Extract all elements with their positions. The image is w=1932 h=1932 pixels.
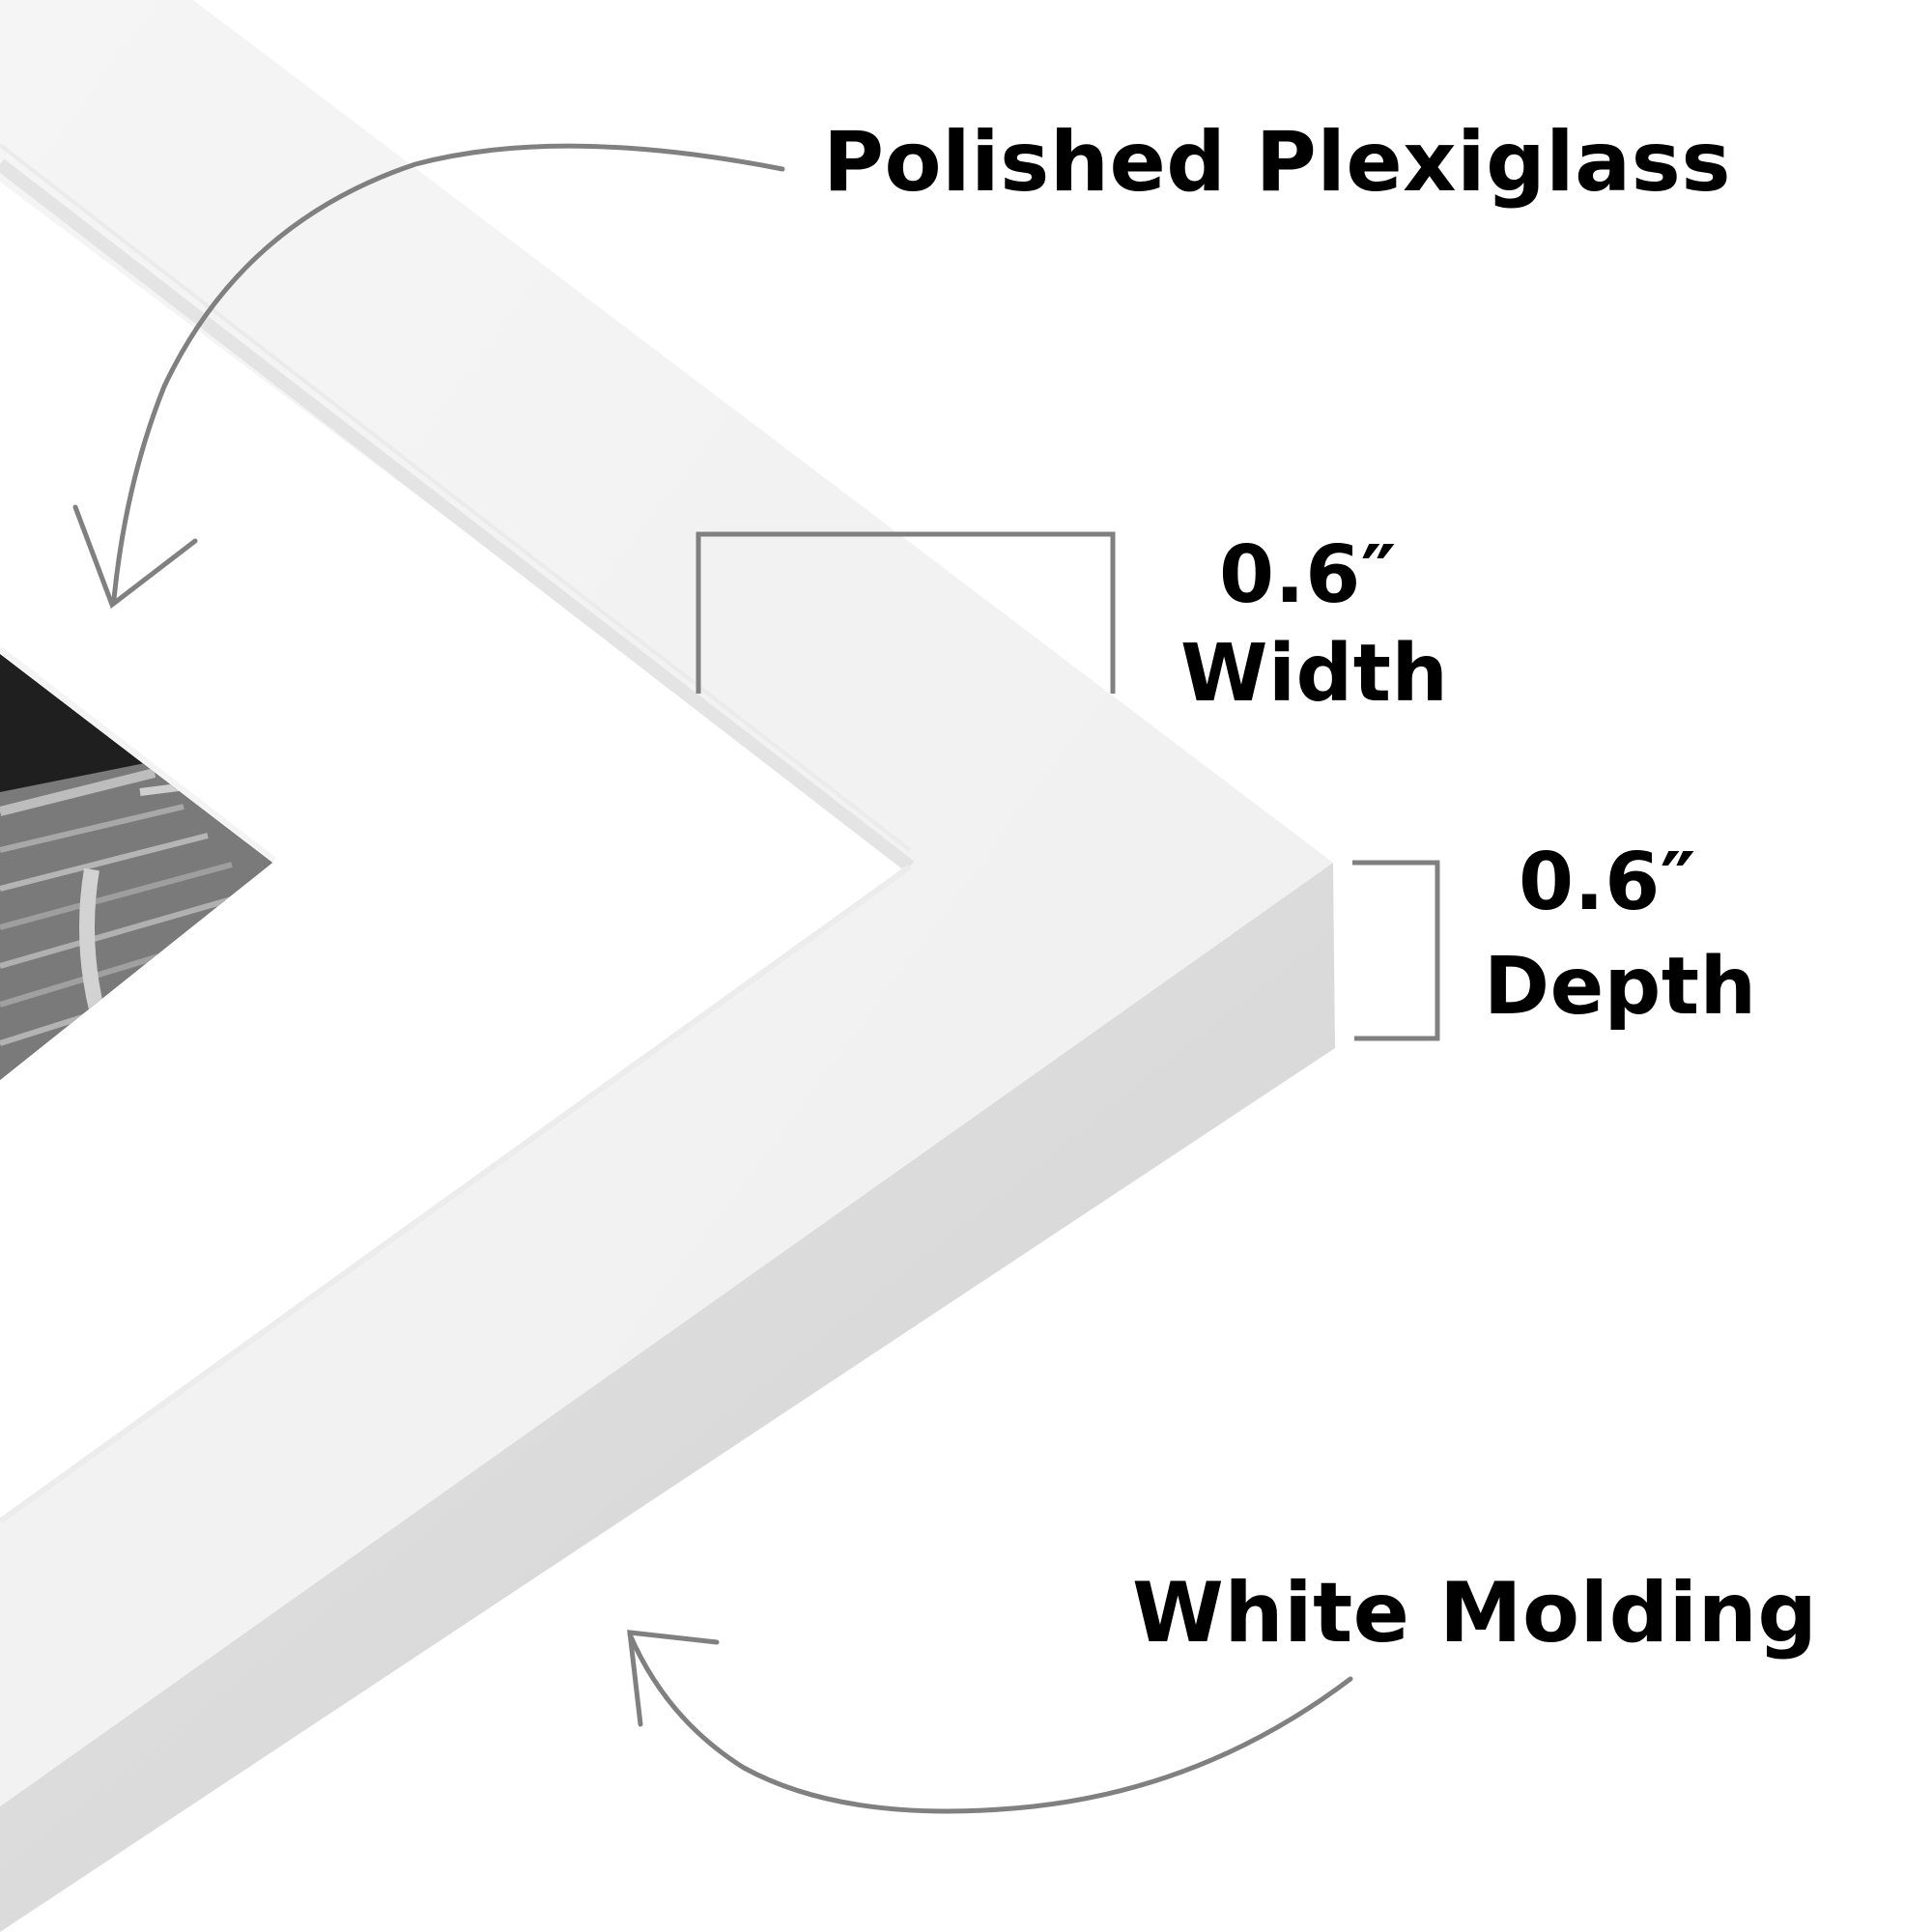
molding-label: White Molding [1132,1565,1818,1662]
photo-window [0,646,276,1080]
curved-arrow-icon [72,143,785,610]
width-value-label: 0.6″ [1219,529,1397,621]
mat-board [0,182,910,1521]
mat-bevel-bottom [0,864,912,1524]
depth-name-label: Depth [1484,941,1757,1033]
frame-side [0,863,1335,1932]
width-bracket-icon [696,531,1116,694]
plexiglass-label: Polished Plexiglass [823,114,1732,211]
depth-value-label: 0.6″ [1519,837,1696,928]
depth-bracket-icon [1352,860,1440,1041]
width-name-label: Width [1180,628,1449,720]
glass-edge [0,143,912,852]
mat-bevel-top [0,158,915,872]
curved-arrow-icon [627,1630,1353,1814]
